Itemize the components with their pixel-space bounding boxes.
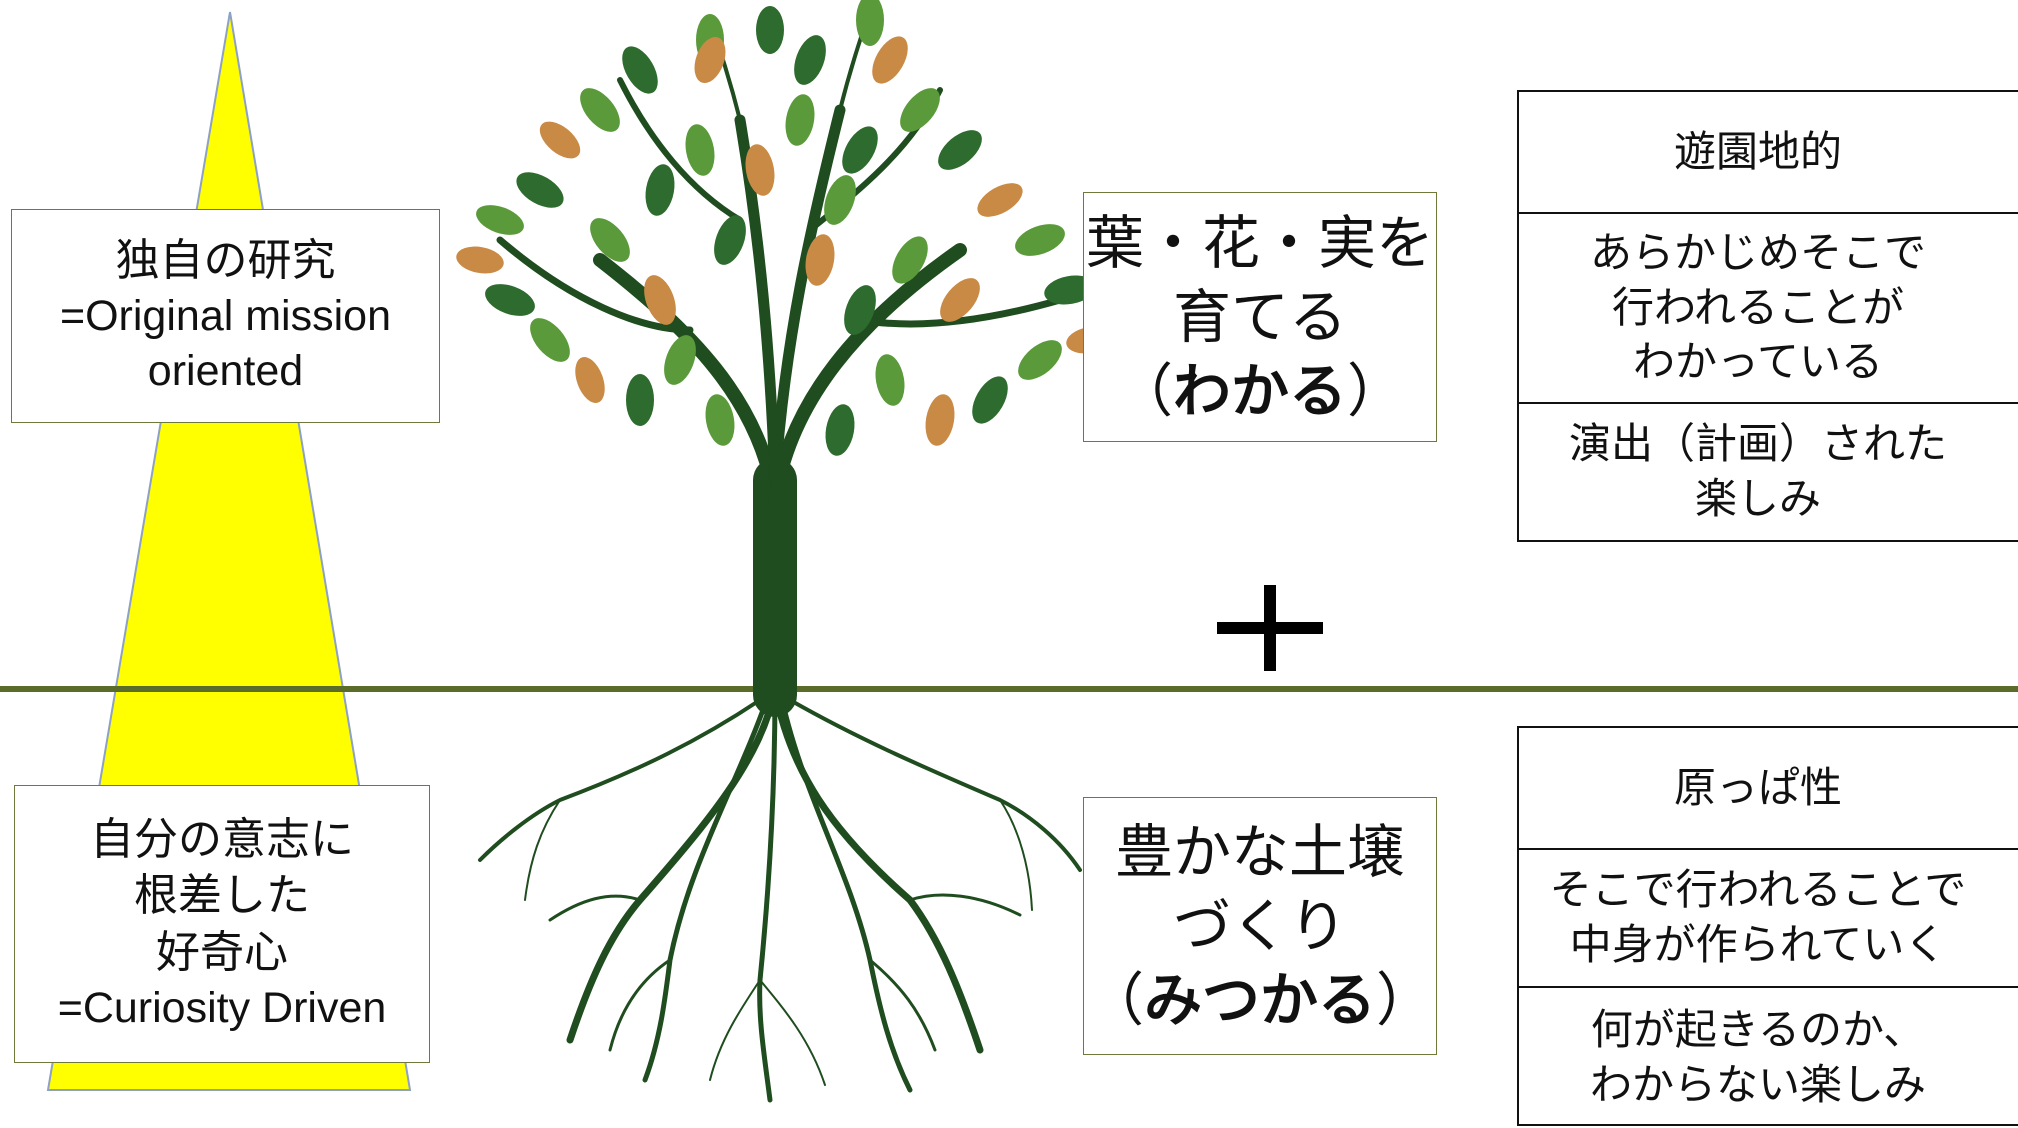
original-mission-en-2: oriented: [147, 347, 304, 396]
amusement-park-title-text: 遊園地的: [1673, 126, 1842, 176]
amusement-park-table: 遊園地的 あらかじめそこで 行われることが わかっている 演出（計画）された 楽…: [1517, 90, 2018, 542]
wakaru-text: わかる: [1172, 357, 1347, 426]
soil-line-2: づくり: [1172, 891, 1347, 960]
open-field-title-text: 原っぱ性: [1673, 762, 1842, 812]
curiosity-en: =Curiosity Driven: [57, 983, 387, 1032]
open-field-row-2-line-2: わからない楽しみ: [1589, 1060, 1926, 1109]
plus-symbol: [1205, 585, 1335, 675]
paren-open: （: [1114, 357, 1173, 426]
plus-bar-vertical: [1264, 585, 1276, 671]
amusement-park-row-2: 演出（計画）された 楽しみ: [1519, 402, 2018, 540]
curiosity-line-3: 好奇心: [156, 926, 288, 978]
original-mission-en-1: =Original mission: [60, 292, 391, 341]
open-field-row-2-line-1: 何が起きるのか、: [1590, 1005, 1926, 1055]
paren-close: ）: [1347, 357, 1406, 426]
leaves-flowers-fruit-label: 葉・花・実を 育てる （わかる）: [1083, 192, 1437, 442]
curiosity-line-2: 根差した: [134, 870, 310, 922]
original-mission-label: 独自の研究 =Original mission oriented: [11, 209, 440, 423]
tree-illustration: [456, 0, 1110, 1103]
amusement-park-row-2-line-1: 演出（計画）された: [1568, 419, 1947, 469]
amusement-park-row-1: あらかじめそこで 行われることが わかっている: [1519, 212, 2018, 402]
original-mission-title: 独自の研究: [115, 234, 336, 286]
open-field-table: 原っぱ性 そこで行われることで 中身が作られていく 何が起きるのか、 わからない…: [1517, 726, 2018, 1126]
amusement-park-row-1-line-2: 行われることが: [1612, 282, 1904, 332]
amusement-park-row-1-line-3: わかっている: [1633, 337, 1883, 387]
open-field-row-1: そこで行われることで 中身が作られていく: [1519, 848, 2018, 986]
mitsukaru-text: みつかる: [1143, 966, 1376, 1035]
leaves-line-3: （わかる）: [1115, 354, 1405, 428]
open-field-row-2: 何が起きるのか、 わからない楽しみ: [1519, 986, 2018, 1128]
amusement-park-row-1-line-1: あらかじめそこで: [1589, 228, 1926, 278]
open-field-row-1-line-2: 中身が作られていく: [1569, 920, 1947, 969]
tree-leaves: [456, 0, 1110, 456]
tree-trunk: [496, 8, 1064, 717]
leaves-line-2: 育てる: [1172, 282, 1347, 351]
leaves-line-1: 葉・花・実を: [1085, 208, 1434, 277]
amusement-park-row-2-line-2: 楽しみ: [1694, 474, 1821, 523]
curiosity-driven-label: 自分の意志に 根差した 好奇心 =Curiosity Driven: [14, 785, 430, 1063]
open-field-title: 原っぱ性: [1519, 728, 2018, 848]
ground-line: [0, 686, 2018, 692]
paren-open: （: [1085, 966, 1144, 1035]
paren-close: ）: [1376, 966, 1435, 1035]
open-field-row-1-line-1: そこで行われることで: [1549, 865, 1967, 915]
soil-line-1: 豊かな土壌: [1114, 817, 1405, 886]
curiosity-line-1: 自分の意志に: [90, 814, 354, 866]
amusement-park-title: 遊園地的: [1519, 92, 2018, 212]
soil-line-3: （みつかる）: [1086, 963, 1434, 1037]
tree-roots: [478, 686, 1082, 1103]
rich-soil-label: 豊かな土壌 づくり （みつかる）: [1083, 797, 1437, 1055]
